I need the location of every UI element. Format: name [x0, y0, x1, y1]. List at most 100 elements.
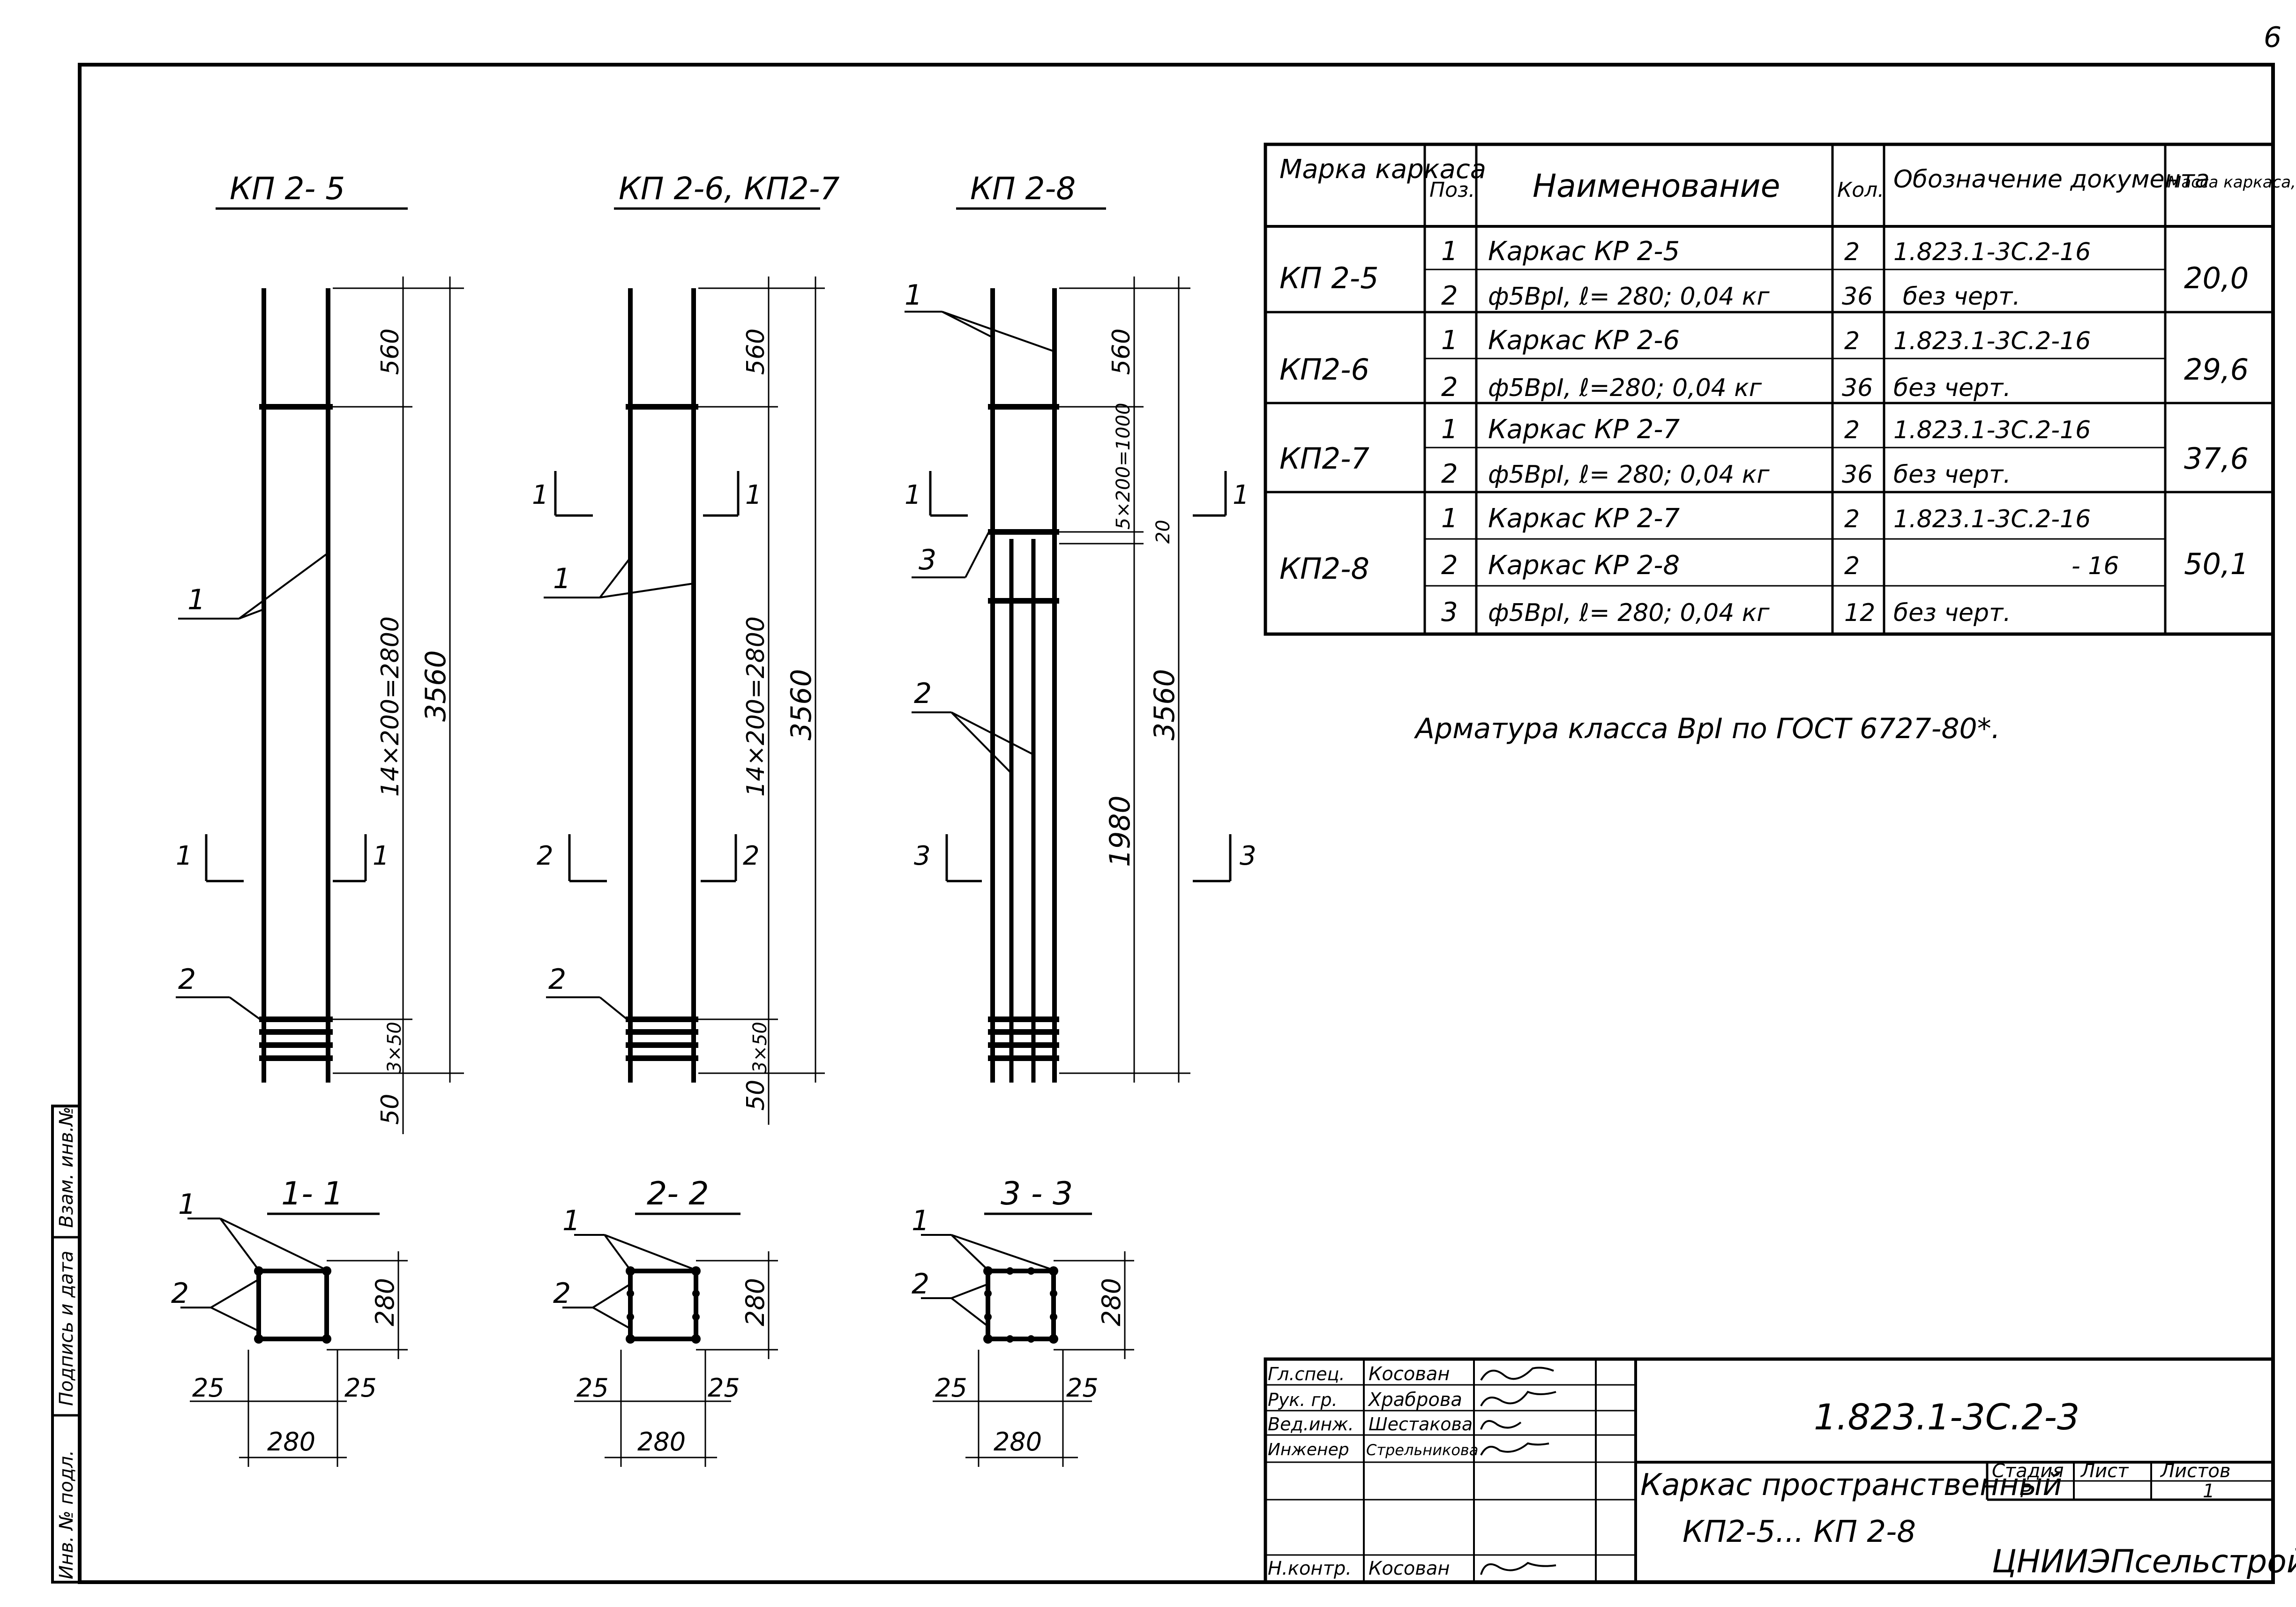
- callout: 1: [912, 1204, 929, 1237]
- col-header: Наименование: [1533, 168, 1780, 205]
- dim-bottom-group: 3×50: [749, 1022, 771, 1073]
- dim-lower: 1980: [1104, 795, 1137, 867]
- view-title: КП 2- 5: [230, 171, 345, 207]
- dim-gap: 20: [1152, 520, 1174, 544]
- dim-width: 280: [267, 1427, 315, 1457]
- table-cell: 2: [1844, 505, 1860, 533]
- drawing-subtitle: КП2-5... КП 2-8: [1683, 1515, 1916, 1549]
- tb-name: Стрельникова: [1366, 1441, 1478, 1459]
- cut-label: 1: [176, 841, 193, 871]
- signature: [1480, 1390, 1556, 1406]
- table-cell: 3: [1441, 597, 1458, 628]
- table-cell: 1: [1441, 414, 1458, 445]
- table-cell: ф5ВрI, ℓ= 280; 0,04 кг: [1488, 283, 1770, 311]
- doc-code: 1.823.1-3С.2-3: [1814, 1396, 2079, 1438]
- table-cell: 36: [1842, 283, 1873, 311]
- table-cell: Каркас КР 2-8: [1488, 550, 1680, 581]
- table-cell: 12: [1844, 599, 1875, 627]
- callout: 1: [905, 279, 922, 312]
- section-2-2: 2- 2 280 25 25 280 1 2: [553, 1175, 778, 1467]
- callout: 2: [171, 1277, 189, 1310]
- dim-total: 3560: [785, 669, 818, 740]
- signature: [1480, 1442, 1549, 1456]
- callout: 2: [912, 1268, 929, 1301]
- table-cell: без черт.: [1893, 461, 2011, 489]
- callout: 2: [914, 677, 932, 710]
- dim-step: 5×200=1000: [1113, 403, 1134, 530]
- view-title: КП 2-6, КП2-7: [619, 171, 840, 207]
- table-cell: 2: [1844, 238, 1860, 266]
- table-cell: Каркас КР 2-7: [1488, 503, 1680, 534]
- table-cell: 1.823.1-3С.2-16: [1893, 505, 2091, 533]
- tb-role: Н.контр.: [1268, 1558, 1352, 1579]
- table-cell: 1.823.1-3С.2-16: [1893, 327, 2091, 355]
- dim-bottom-group: 3×50: [384, 1022, 405, 1073]
- table-cell: 36: [1842, 461, 1873, 489]
- table-cell: без черт.: [1893, 599, 2011, 627]
- section-3-3: 3 - 3 280 25 25 280 1 2: [912, 1175, 1134, 1467]
- sheets-label: Листов: [2160, 1460, 2230, 1482]
- dim-bottom: 50: [742, 1080, 770, 1111]
- tb-role: Вед.инж.: [1268, 1414, 1354, 1435]
- dim-section-size: 280: [370, 1278, 400, 1326]
- table-cell: КП2-8: [1279, 552, 1369, 586]
- callout: 1: [562, 1204, 580, 1237]
- tb-role: Инженер: [1268, 1440, 1349, 1459]
- sheet-frame: [78, 63, 2275, 1584]
- tb-role: Гл.спец.: [1268, 1364, 1345, 1384]
- table-cell: 2: [1844, 327, 1860, 355]
- reinforcement-note: Арматура класса ВрI по ГОСТ 6727-80*.: [1413, 712, 2000, 745]
- dim-width: 280: [994, 1427, 1042, 1457]
- table-cell: без черт.: [1893, 374, 2011, 402]
- tb-name: Косован: [1369, 1558, 1450, 1579]
- callout: 1: [553, 562, 571, 595]
- table-cell: без черт.: [1903, 283, 2020, 311]
- organization: ЦНИИЭПсельстрой: [1992, 1543, 2296, 1580]
- table-cell: 2: [1441, 550, 1458, 581]
- table-cell: 2: [1441, 281, 1458, 311]
- sheet-label: Лист: [2080, 1460, 2129, 1482]
- dim-offset: 25: [344, 1373, 377, 1403]
- side-stamp: Взам. инв.№ Подпись и дата Инв. № подл.: [51, 1105, 81, 1584]
- col-header: Обозначение документа: [1893, 165, 2210, 194]
- tb-name: Косован: [1369, 1363, 1450, 1385]
- callout: 2: [548, 963, 566, 996]
- cut-label: 1: [905, 480, 921, 510]
- cut-label: 3: [1240, 841, 1256, 871]
- cut-label: 3: [914, 841, 931, 871]
- dim-total: 3560: [419, 650, 452, 722]
- signature: [1480, 1367, 1554, 1381]
- dim-section-size: 280: [1097, 1278, 1126, 1326]
- page-number: 6: [2264, 21, 2281, 54]
- dim-span: 14×200=2800: [376, 616, 404, 797]
- table-cell: 2: [1441, 459, 1458, 489]
- dim-top: 560: [1107, 329, 1136, 375]
- dim-total: 3560: [1148, 669, 1181, 740]
- sheets-value: 1: [2203, 1480, 2214, 1502]
- table-cell: 2: [1441, 372, 1458, 403]
- cut-label: 2: [537, 841, 553, 871]
- table-cell: Каркас КР 2-7: [1488, 414, 1680, 445]
- table-cell: 20,0: [2184, 261, 2249, 295]
- cut-label: 1: [373, 841, 389, 871]
- table-cell: 2: [1844, 552, 1860, 580]
- drawing-title: Каркас пространственный: [1640, 1468, 2062, 1502]
- cut-label: 2: [743, 841, 760, 871]
- table-cell: КП2-7: [1279, 441, 1369, 476]
- table-cell: - 16: [2072, 552, 2119, 580]
- cut-label: 1: [1233, 480, 1249, 510]
- callout: 1: [178, 1188, 196, 1221]
- dim-offset: 25: [708, 1373, 740, 1403]
- table-cell: КП 2-5: [1279, 261, 1379, 295]
- cut-label: 1: [745, 480, 762, 510]
- table-cell: 1.823.1-3С.2-16: [1893, 238, 2091, 266]
- tb-name: Шестакова: [1369, 1414, 1473, 1435]
- table-cell: ф5ВрI, ℓ= 280; 0,04 кг: [1488, 599, 1770, 627]
- dim-offset: 25: [935, 1373, 967, 1403]
- stage-value: Р: [2020, 1480, 2032, 1502]
- table-cell: Каркас КР 2-5: [1488, 236, 1680, 267]
- stamp-original: Инв. № подл.: [56, 1450, 77, 1579]
- stamp-replaced: Взам. инв.№: [56, 1106, 77, 1228]
- dim-section-size: 280: [740, 1278, 770, 1326]
- table-cell: 29,6: [2184, 352, 2249, 387]
